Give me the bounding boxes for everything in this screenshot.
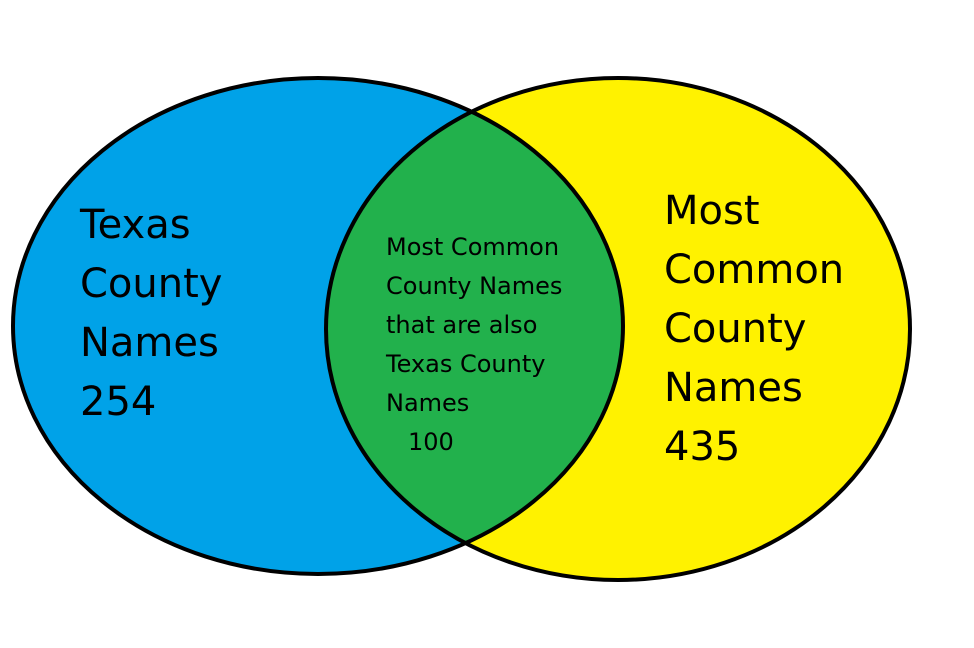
right-set-title-line: Common <box>664 247 845 293</box>
right-set-title-line: Names <box>664 365 803 411</box>
overlap-region <box>326 78 623 574</box>
right-set-label: Most Common County Names 435 <box>664 182 844 477</box>
right-set-title-line: Most <box>664 188 760 234</box>
overlap-title-line: Names <box>386 389 470 417</box>
overlap-title-line: Most Common <box>386 233 560 261</box>
left-circle-outline <box>11 76 625 576</box>
left-set-title-line: County <box>80 261 223 307</box>
right-set-count: 435 <box>664 424 741 470</box>
overlap-title-line: County Names <box>386 272 563 300</box>
left-set-count: 254 <box>80 379 157 425</box>
right-circle-outline <box>324 76 912 582</box>
overlap-title-line: Texas County <box>386 350 546 378</box>
left-set-label: Texas County Names 254 <box>80 196 222 432</box>
overlap-title-line: that are also <box>386 311 538 339</box>
left-set-title-line: Texas <box>80 202 191 248</box>
overlap-count: 100 <box>408 428 454 456</box>
right-set-title-line: County <box>664 306 807 352</box>
left-set-title-line: Names <box>80 320 219 366</box>
overlap-label: Most Common County Names that are also T… <box>386 228 562 462</box>
